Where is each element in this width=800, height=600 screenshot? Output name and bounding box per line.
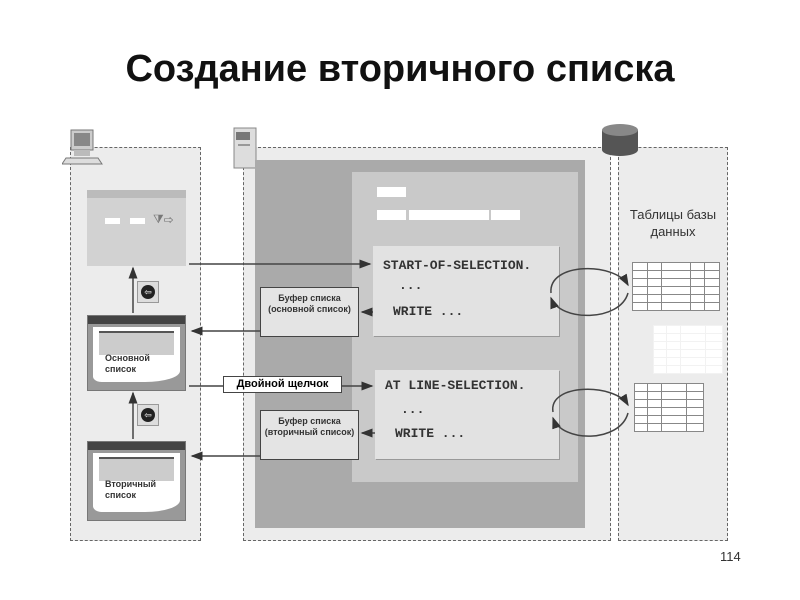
double-click-label: Двойной щелчок — [223, 376, 342, 393]
database-tables-label: Таблицы базы данных — [629, 207, 717, 239]
basic-list-label: Основной список — [105, 353, 150, 374]
basic-list-window[interactable]: Основной список — [87, 315, 186, 391]
server-icon — [233, 127, 257, 169]
placeholder-bar — [491, 210, 520, 220]
selection-screen[interactable]: ⧩⇨ — [87, 190, 186, 266]
database-table — [632, 262, 720, 311]
secondary-list-label: Вторичный список — [105, 479, 157, 500]
code-line: AT LINE-SELECTION. — [385, 378, 526, 393]
filter-execute-icon[interactable]: ⧩⇨ — [153, 212, 174, 226]
back-arrow-icon: ⇦ — [141, 408, 155, 422]
secondary-list-window[interactable]: Вторичный список — [87, 441, 186, 521]
slide-title: Создание вторичного списка — [125, 48, 675, 90]
placeholder-bar — [409, 210, 489, 220]
placeholder-bar — [377, 187, 406, 197]
code-line: WRITE ... — [395, 426, 466, 441]
back-arrow-icon: ⇦ — [141, 285, 155, 299]
code-line: START-OF-SELECTION. — [383, 258, 532, 273]
computer-icon — [62, 129, 103, 165]
back-button[interactable]: ⇦ — [137, 281, 159, 303]
database-table — [634, 383, 704, 432]
code-line: ... — [401, 402, 425, 417]
code-block-start-of-selection: START-OF-SELECTION. ... WRITE ... — [373, 246, 559, 336]
list-buffer-basic: Буфер списка (основной список) — [260, 287, 359, 337]
page-number: 114 — [720, 549, 741, 564]
code-line: WRITE ... — [393, 304, 464, 319]
code-block-at-line-selection: AT LINE-SELECTION. ... WRITE ... — [375, 370, 559, 459]
database-table — [653, 325, 723, 374]
code-line: ... — [399, 278, 423, 293]
list-buffer-secondary: Буфер списка (вторичный список) — [260, 410, 359, 460]
placeholder-bar — [377, 210, 406, 220]
back-button[interactable]: ⇦ — [137, 404, 159, 426]
database-icon — [602, 124, 638, 156]
